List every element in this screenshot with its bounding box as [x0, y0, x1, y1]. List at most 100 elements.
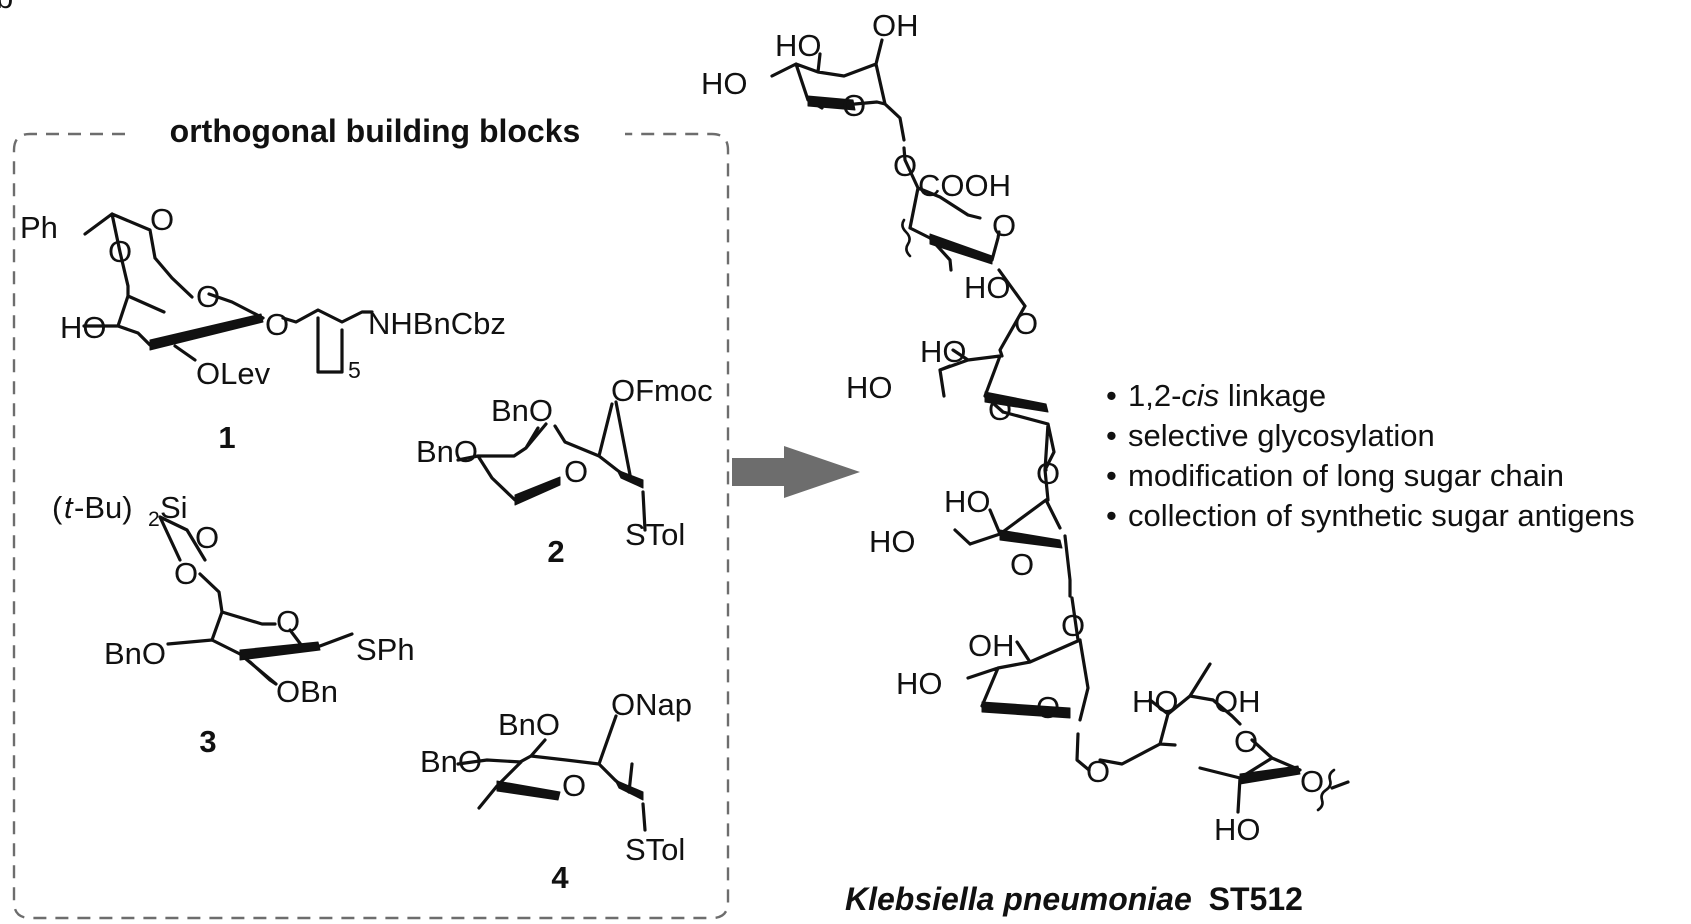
compound-1-o-glycoside: O	[265, 307, 289, 342]
compound-4: BnO ONap BnO O STol 4	[420, 687, 692, 895]
compound-3-number: 3	[199, 724, 216, 759]
reaction-arrow-shaft	[732, 458, 784, 486]
feature-item-2: selective glycosylation	[1128, 418, 1435, 453]
compound-2-o-ring: O	[564, 454, 588, 489]
target-link1-o: O	[893, 148, 917, 183]
target-r5-ho-left: HO	[896, 666, 943, 701]
feature-item-4: collection of synthetic sugar antigens	[1128, 498, 1635, 533]
target-ring1-wedge	[807, 95, 856, 111]
compound-3-bno: BnO	[104, 636, 166, 671]
compound-3: ( t -Bu) 2 Si O O O BnO SPh OBn 3	[52, 490, 415, 759]
compound-1-ring-front-wedge	[149, 313, 264, 351]
target-r2-ho: HO	[964, 270, 1011, 305]
feature-bullet-3: •	[1106, 458, 1117, 493]
compound-3-o-ring: O	[276, 604, 300, 639]
feature-item-3: modification of long sugar chain	[1128, 458, 1564, 493]
feature-bullet-4: •	[1106, 498, 1117, 533]
target-ring3-wedge	[984, 391, 1049, 413]
compound-3-o-silylene-top: O	[195, 520, 219, 555]
feature-bullet-1: •	[1106, 378, 1117, 413]
target-r3-o-ring: O	[988, 392, 1012, 427]
target-r2-o-ring: O	[992, 208, 1016, 243]
compound-2-bno-left: BnO	[416, 434, 478, 469]
target-r6-o-anomeric: O	[1300, 764, 1324, 799]
compound-2-ring-front-wedge	[514, 476, 561, 506]
target-oligosaccharide: HO OH HO O O COOH O HO O HO HO O O HO HO…	[701, 8, 1350, 917]
compound-2-bno-top: BnO	[491, 393, 553, 428]
compound-2-ofmoc: OFmoc	[611, 373, 713, 408]
compound-1: Ph O O O HO O OLev NHBnCbz 5 1	[20, 202, 506, 455]
compound-3-si-open: (	[52, 490, 63, 525]
compound-1-bonds	[82, 212, 374, 374]
reaction-arrow-head	[784, 446, 860, 498]
compound-3-bonds	[158, 515, 354, 686]
target-r4-ho-left: HO	[869, 524, 916, 559]
target-r6-o-ring: O	[1234, 724, 1258, 759]
feature-item-1-prefix: 1,2-	[1128, 378, 1181, 413]
compound-1-nhbncbz: NHBnCbz	[368, 306, 506, 341]
compound-3-sph: SPh	[356, 632, 415, 667]
target-link5-o: O	[1086, 754, 1110, 789]
compound-1-ph: Ph	[20, 210, 58, 245]
compound-3-ring-front-wedge	[239, 641, 321, 661]
compound-2-anomeric-wedge	[616, 469, 644, 489]
compound-3-obn: OBn	[276, 674, 338, 709]
compound-1-ho: HO	[60, 310, 107, 345]
reaction-arrow	[732, 446, 860, 498]
compound-4-number: 4	[551, 860, 569, 895]
compound-2-number: 2	[547, 534, 564, 569]
target-r3-ho-left: HO	[846, 370, 893, 405]
target-link2-o: O	[1014, 306, 1038, 341]
feature-bullet-2: •	[1106, 418, 1117, 453]
target-r3-ho-top: HO	[920, 334, 967, 369]
compound-3-o-silylene-bottom: O	[174, 556, 198, 591]
target-r6-ho-bottom: HO	[1214, 812, 1261, 847]
compound-4-anomeric-wedge	[614, 779, 644, 801]
target-r5-oh-top: OH	[968, 628, 1015, 663]
panel-letter: b	[0, 0, 13, 15]
compound-1-number: 1	[218, 420, 235, 455]
compound-2: BnO OFmoc BnO O STol 2	[416, 373, 713, 569]
building-blocks-title: orthogonal building blocks	[170, 113, 581, 149]
compound-1-o-ring: O	[196, 279, 220, 314]
target-r5-o-ring: O	[1036, 690, 1060, 725]
target-link3-o: O	[1036, 456, 1060, 491]
target-r2-cooh: COOH	[918, 168, 1011, 203]
compound-4-onap: ONap	[611, 687, 692, 722]
target-r1-ho-left: HO	[701, 66, 748, 101]
building-blocks-box	[12, 132, 730, 920]
target-r6-ho-top: HO	[1132, 684, 1179, 719]
target-ring6-wedge	[1239, 765, 1301, 785]
compound-1-o-benzylidene-bottom: O	[108, 234, 132, 269]
compound-3-si-bu: -Bu)	[74, 490, 133, 525]
feature-item-1-cis: cis	[1181, 378, 1219, 413]
target-ring5-wedge	[981, 701, 1071, 719]
compound-4-bno-top: BnO	[498, 707, 560, 742]
feature-list: • 1,2-cis linkage • selective glycosylat…	[1106, 378, 1635, 533]
target-r6-oh: OH	[1214, 684, 1261, 719]
feature-item-1-suffix: linkage	[1219, 378, 1326, 413]
target-ring2-wedge	[929, 233, 993, 265]
compound-4-bno-left: BnO	[420, 744, 482, 779]
target-reducing-end-bond	[1330, 780, 1350, 790]
target-name-strain: ST512	[1209, 881, 1303, 917]
compound-2-stol: STol	[625, 517, 685, 552]
target-r4-o-ring: O	[1010, 547, 1034, 582]
compound-1-olev: OLev	[196, 356, 271, 391]
compound-1-subscript: 5	[348, 357, 361, 383]
target-r1-o-ring: O	[842, 88, 866, 123]
target-name-genus-species: Klebsiella pneumoniae	[845, 881, 1192, 917]
target-r1-ho-top: HO	[775, 28, 822, 63]
compound-4-stol: STol	[625, 832, 685, 867]
compound-3-si: Si	[160, 490, 188, 525]
target-r4-ho-top: HO	[944, 484, 991, 519]
target-wavy-bond-side	[901, 218, 912, 258]
feature-item-1: 1,2-cis linkage	[1128, 378, 1326, 413]
compound-3-si-subscript: 2	[148, 508, 160, 531]
compound-4-o-ring: O	[562, 768, 586, 803]
compound-4-ring-front-wedge	[496, 780, 561, 801]
target-wavy-bond-reducing-end	[1316, 768, 1336, 812]
compound-1-o-benzylidene-top: O	[150, 202, 174, 237]
compound-3-si-t: t	[64, 490, 74, 525]
